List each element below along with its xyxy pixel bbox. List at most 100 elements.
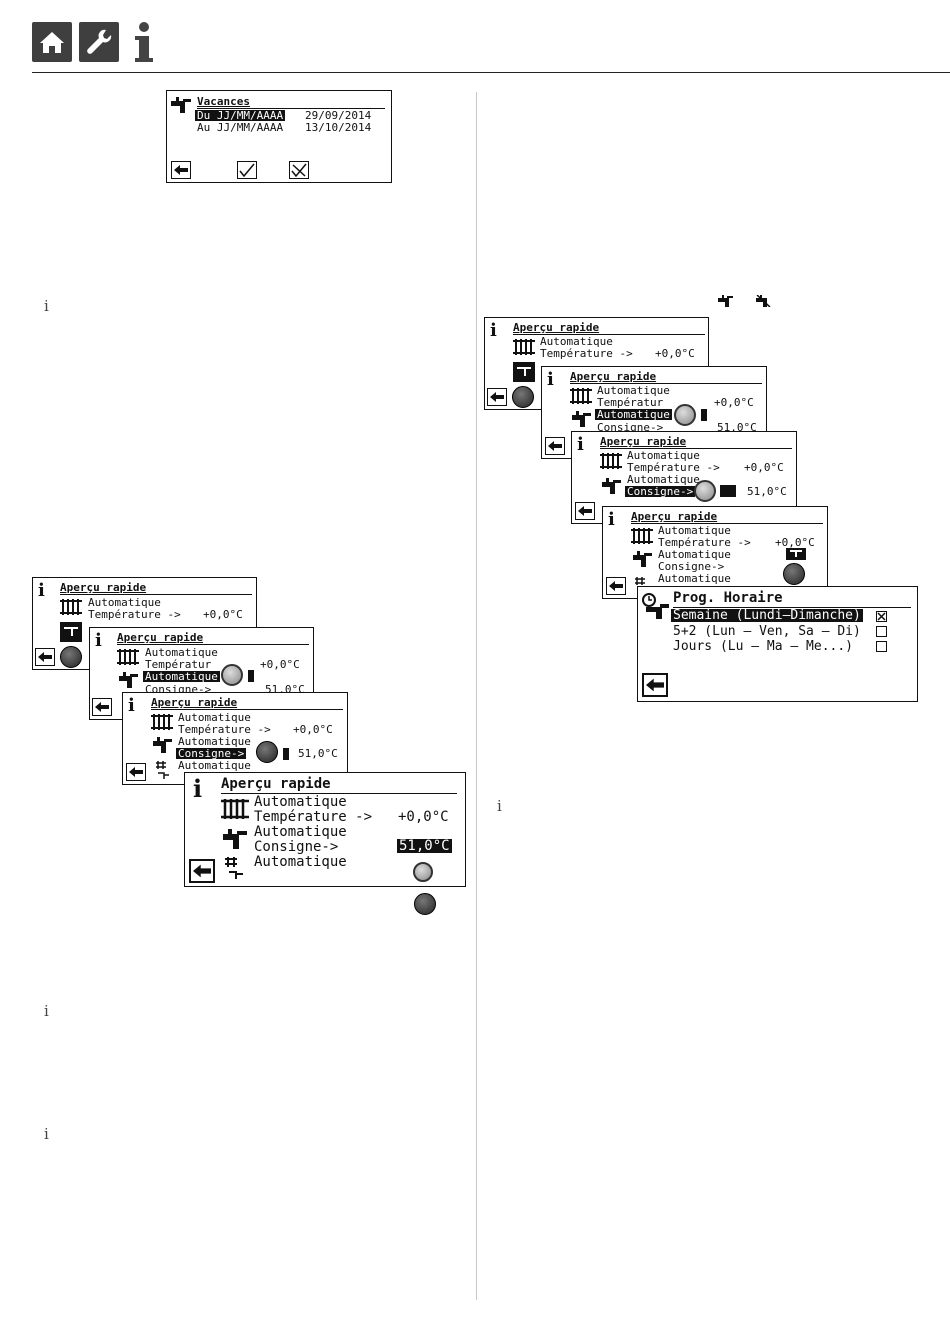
checkbox-52[interactable] [876,626,887,637]
rotary-knob-icon[interactable] [413,862,433,882]
apercu-screen: i Aperçu rapide Automatique Température … [122,692,348,785]
back-button[interactable] [126,763,146,781]
consigne-label: Consigne-> [597,421,664,434]
temperature-value: +0,0°C [398,809,449,825]
arrow-left-icon [609,581,623,591]
home-button[interactable] [32,22,72,62]
arrow-left-icon [38,652,52,662]
arrow-left-icon [193,864,211,878]
consigne-selected[interactable]: Consigne-> [625,485,696,498]
rotary-knob-icon[interactable] [694,480,716,502]
checkmark-icon [239,163,255,177]
consigne-value: 51,0°C [717,421,757,434]
mode-label: Automatique [178,759,251,772]
apercu-title: Aperçu rapide [221,776,331,792]
radiator-icon [221,799,249,819]
back-button[interactable] [545,437,565,455]
faucet-off-icon [756,295,771,307]
header-rule [32,72,950,73]
info-icon[interactable] [128,20,160,64]
back-button[interactable] [171,161,191,179]
rotary-knob-pressed-icon[interactable] [512,386,534,408]
consigne-label: Consigne-> [254,839,339,855]
consigne-label: Consigne-> [658,560,725,573]
radiator-icon [631,528,653,544]
info-icon: i [547,369,554,390]
consigne-value: 51,0°C [265,683,305,696]
mode-label: Automatique [88,596,161,609]
prog-option-week[interactable]: Semaine (Lundi–Dimanche) [671,608,863,623]
prog-option-days[interactable]: Jours (Lu – Ma – Me...) [673,639,854,654]
confirm-button[interactable] [237,161,257,179]
back-button[interactable] [606,577,626,595]
temperature-value: +0,0°C [714,396,754,409]
back-button[interactable] [92,698,112,716]
temperature-label: Températur [145,658,212,671]
settings-button[interactable] [79,22,119,62]
home-icon [40,32,64,53]
apercu-title: Aperçu rapide [570,370,657,383]
arrow-left-icon [578,506,592,516]
faucet-icon [223,829,247,849]
temperature-label: Température -> [540,347,633,360]
rotary-knob-pressed-icon[interactable] [60,646,82,668]
rotary-knob-pressed-icon[interactable] [783,563,805,585]
mode-selected[interactable]: Automatique [595,408,672,421]
back-button[interactable] [642,673,668,697]
from-date-label[interactable]: Du JJ/MM/AAAA [195,109,286,122]
faucet-icon [153,737,172,753]
back-button[interactable] [575,502,595,520]
radiator-icon [151,714,173,730]
checkbox-week[interactable] [876,611,887,622]
mode-label: Automatique [658,572,731,585]
to-date-label[interactable]: Au JJ/MM/AAAA [197,121,284,134]
mode-label: Automatique [254,854,347,870]
arrow-left-icon [646,678,664,692]
apercu-title: Aperçu rapide [60,581,147,594]
consigne-selected[interactable]: Consigne-> [176,747,247,760]
mode-label: Automatique [178,711,251,724]
note-info-icon: i [497,797,502,815]
mode-label: Automatique [658,548,731,561]
prog-option-52[interactable]: 5+2 (Lun – Ven, Sa – Di) [673,624,861,639]
rotary-knob-icon[interactable] [221,664,243,686]
mode-selected[interactable]: Automatique [143,670,220,683]
apercu-title: Aperçu rapide [513,321,600,334]
faucet-icon [171,97,191,113]
checked-icon [877,612,886,621]
apercu-title: Aperçu rapide [631,510,718,523]
clock-faucet-icon [642,593,669,619]
radiator-icon [600,453,622,469]
mode-label: Automatique [597,384,670,397]
back-button[interactable] [35,648,55,666]
info-icon: i [95,630,102,651]
mode-label: Automatique [145,646,218,659]
rotary-knob-icon[interactable] [674,404,696,426]
info-icon: i [490,320,497,341]
rotary-knob-pressed-icon[interactable] [414,893,436,915]
column-divider [476,92,477,1300]
info-icon: i [577,434,584,455]
rotary-knob-pressed-icon[interactable] [256,741,278,763]
radiator-icon [570,388,592,404]
info-icon: i [608,509,615,530]
from-date-value[interactable]: 29/09/2014 [305,109,372,122]
consigne-value: 51,0°C [298,747,338,760]
back-button[interactable] [487,388,507,406]
temperature-value: +0,0°C [744,461,784,474]
radiator-icon [513,339,535,355]
vacances-title: Vacances [197,95,250,108]
to-date-value[interactable]: 13/10/2014 [305,121,372,134]
cancel-button[interactable] [289,161,309,179]
faucet-icon [633,551,652,567]
checkbox-days[interactable] [876,641,887,652]
consigne-value-selected[interactable]: 51,0°C [397,838,452,854]
back-button[interactable] [189,859,215,883]
temperature-value: +0,0°C [293,723,333,736]
arrow-left-icon [129,767,143,777]
consigne-label: Consigne-> [145,683,212,696]
mode-label: Automatique [658,524,731,537]
circulation-icon [156,761,169,779]
mode-label: Automatique [254,824,347,840]
note-info-icon: i [44,1002,49,1020]
